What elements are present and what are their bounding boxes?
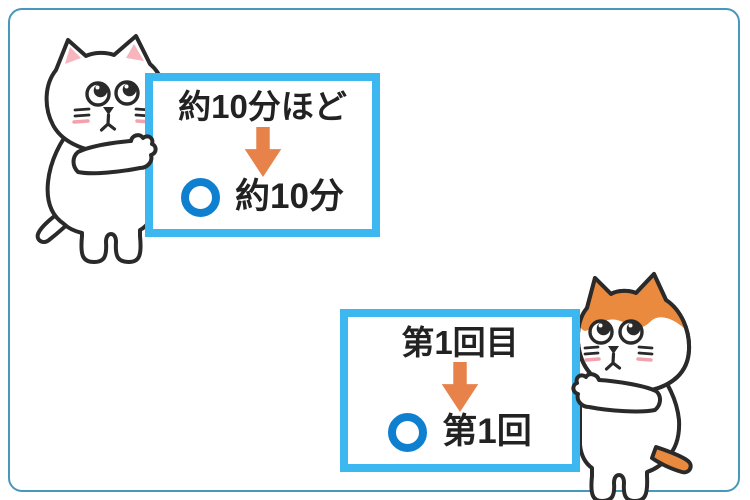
calico-cat-tail: [650, 445, 693, 475]
calico-cat-nose-mouth: [604, 346, 622, 371]
correct-circle-icon: [388, 412, 428, 452]
original-phrase: 第1回目: [401, 324, 519, 361]
correction-box-duration: 約10分ほど 約10分: [145, 73, 380, 237]
white-cat-eyes: [85, 80, 140, 107]
white-cat-nose-mouth: [99, 107, 117, 132]
calico-cat-whiskers: [583, 345, 654, 362]
white-cat-right-ear-inner: [126, 44, 144, 61]
white-cat-arm: [71, 133, 158, 176]
calico-cat-arm: [571, 372, 662, 414]
corrected-phrase: 約10分: [235, 177, 344, 217]
original-phrase: 約10分ほど: [178, 88, 347, 125]
down-arrow-icon: [243, 126, 283, 177]
corrected-row: 第1回: [388, 412, 532, 452]
corrected-phrase: 第1回: [442, 412, 532, 452]
correct-circle-icon: [181, 177, 221, 217]
calico-cat-eyes: [588, 319, 644, 345]
correction-box-episode: 第1回目 第1回: [340, 309, 580, 472]
white-cat-left-ear-inner: [65, 47, 81, 64]
corrected-row: 約10分: [181, 177, 344, 217]
down-arrow-icon: [440, 362, 480, 413]
